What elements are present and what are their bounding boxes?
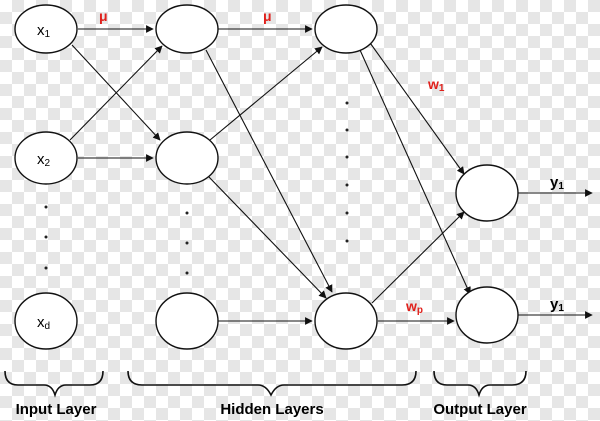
- layer-labels: Input Layer Hidden Layers Output Layer: [16, 401, 527, 418]
- edge-x2-h1: [69, 45, 163, 141]
- edge-g3-o1: [371, 211, 465, 304]
- edge-h2-g1: [209, 46, 323, 141]
- output-node-2: [455, 286, 519, 344]
- weight-labels: μ μ w1 wp: [99, 8, 445, 316]
- hidden2-node-1: [314, 4, 378, 54]
- hidden2-node-3: [314, 292, 378, 350]
- layer-label-input: Input Layer: [16, 401, 97, 418]
- edge-h1-g3: [205, 49, 333, 293]
- hidden1-node-2: [155, 131, 219, 185]
- node-labels: x1 x2 xd y1 y1: [37, 22, 564, 332]
- edge-g1-o2: [359, 49, 471, 295]
- layer-braces: [4, 370, 527, 398]
- weight-mu-2: μ: [263, 8, 272, 24]
- edge-h2-g3: [207, 175, 327, 299]
- weight-mu-1: μ: [99, 8, 108, 24]
- edges: [69, 25, 593, 325]
- weight-w1: w1: [427, 76, 445, 94]
- hidden1-node-1: [155, 4, 219, 54]
- label-x1: x1: [37, 22, 51, 40]
- label-y1-bottom: y1: [550, 296, 564, 314]
- hidden1-node-3: [155, 292, 219, 350]
- output-node-1: [455, 164, 519, 222]
- label-xd: xd: [37, 314, 50, 332]
- label-x2: x2: [37, 151, 51, 169]
- brace-output: [433, 370, 527, 398]
- ellipsis-dots: [44, 101, 349, 275]
- brace-hidden: [127, 370, 417, 397]
- layer-label-hidden: Hidden Layers: [220, 401, 323, 418]
- weight-wp: wp: [405, 298, 423, 316]
- edge-g1-o1: [367, 39, 465, 175]
- layer-label-output: Output Layer: [433, 401, 527, 418]
- input-node-x1: [14, 4, 78, 54]
- label-y1-top: y1: [550, 174, 564, 192]
- input-node-x2: [14, 131, 78, 185]
- input-node-xd: [14, 292, 78, 350]
- brace-input: [4, 370, 104, 398]
- nodes: [14, 4, 519, 350]
